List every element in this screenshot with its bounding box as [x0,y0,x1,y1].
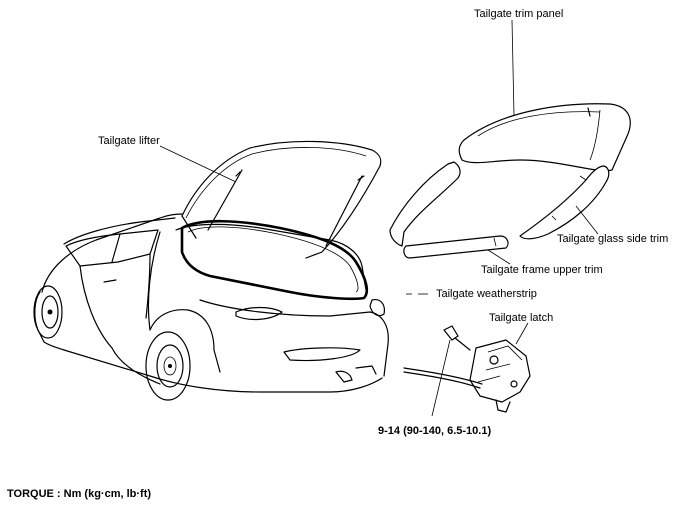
label-glass-side-trim: Tailgate glass side trim [557,233,669,245]
label-latch: Tailgate latch [489,312,554,324]
label-trim-panel: Tailgate trim panel [474,8,564,20]
tailgate-open [181,140,382,259]
label-frame-upper-trim: Tailgate frame upper trim [481,264,603,276]
frame-upper-trim [403,235,509,259]
leader-lines [159,19,599,417]
torque-legend: TORQUE : Nm (kg·cm, lb·ft) [7,488,152,500]
lifter-left [207,169,243,231]
label-lifter: Tailgate lifter [98,135,160,147]
trim-panel-part [458,103,631,172]
torque-spec: 9-14 (90-140, 6.5-10.1) [378,425,492,437]
label-weatherstrip: Tailgate weatherstrip [436,288,537,300]
car-body [33,213,389,401]
weatherstrip [180,219,369,301]
latch-part [403,325,531,413]
lifter-right [325,175,363,247]
glass-side-trim-right [519,165,610,240]
glass-side-trim-left [389,161,461,247]
